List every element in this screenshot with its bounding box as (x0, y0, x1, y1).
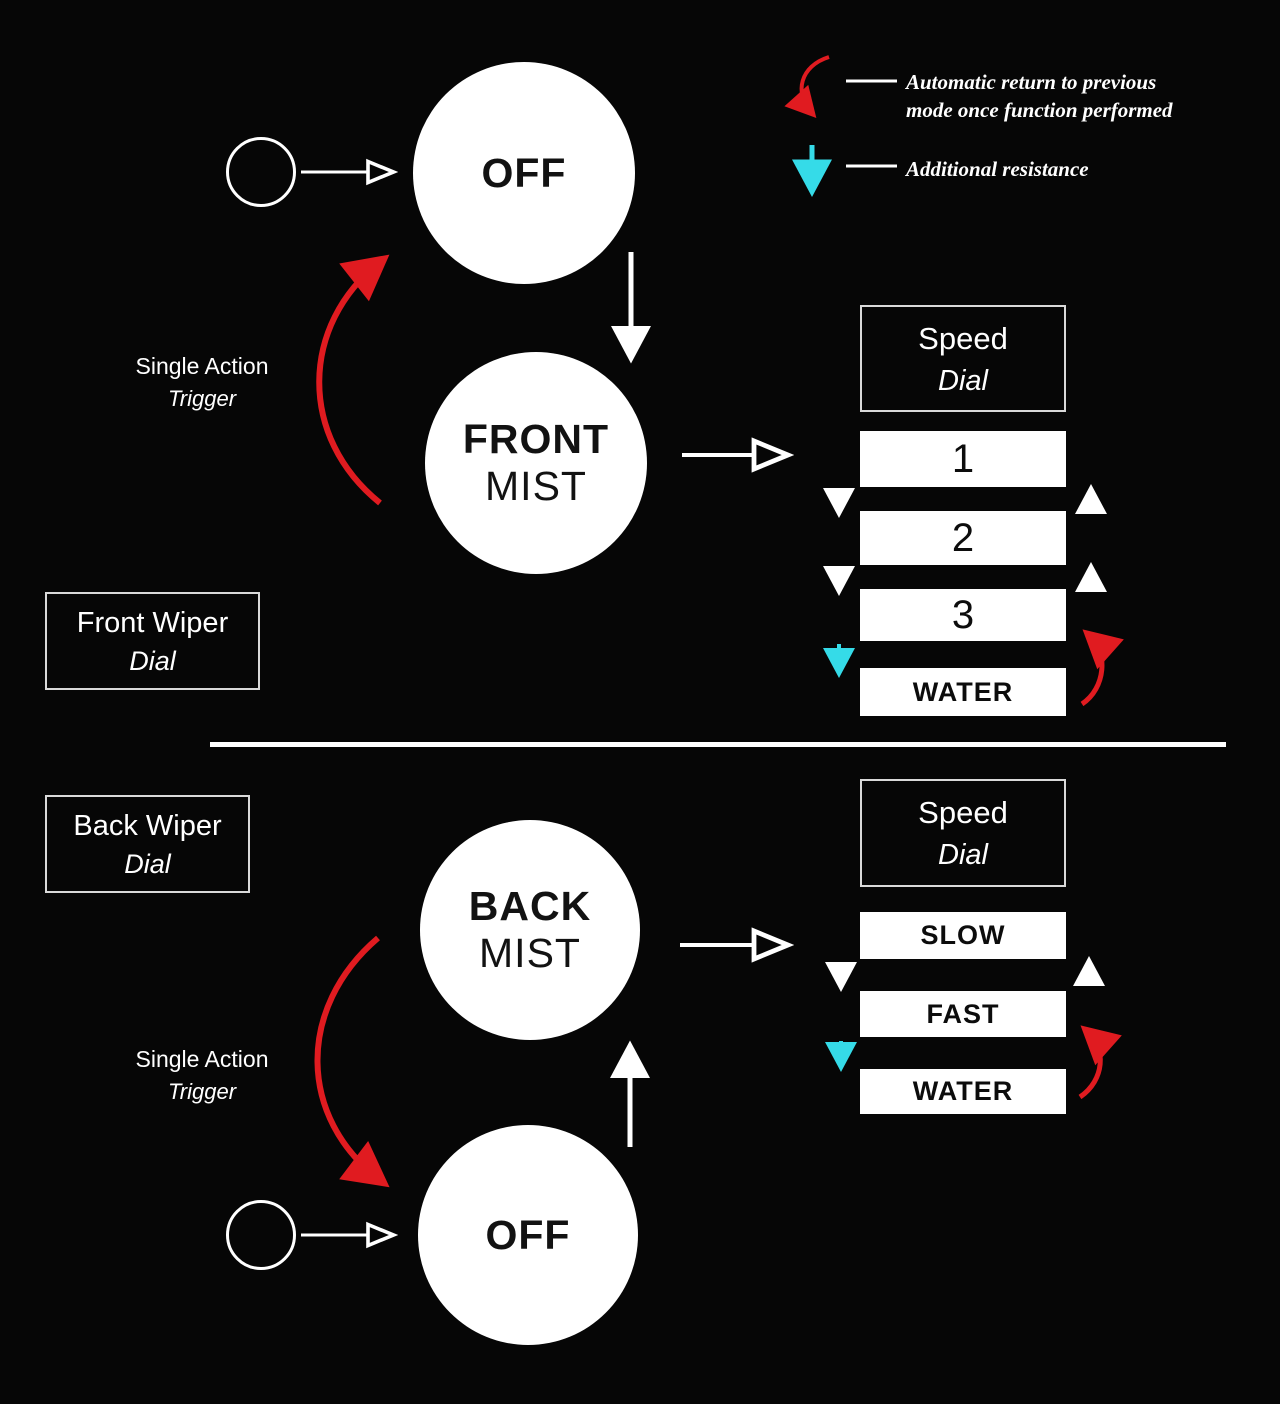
state-off-front: OFF (413, 62, 635, 284)
section-divider (210, 742, 1226, 747)
front-speed-water-label: WATER (912, 676, 1014, 707)
state-front-mist: FRONT MIST (425, 352, 647, 574)
single-action-label-back: Single Action Trigger (102, 1043, 302, 1108)
front-speed-box-2: 2 (860, 511, 1066, 565)
front-speed-3-label: 3 (951, 592, 975, 637)
front-speed-1-label: 1 (951, 436, 975, 481)
speed-dial-front-title: Speed (918, 320, 1008, 356)
speed-dial-front-subtitle: Dial (938, 364, 988, 397)
state-back-mist-line1: BACK (468, 883, 592, 929)
state-off-back: OFF (418, 1125, 638, 1345)
single-action-front-line2: Trigger (167, 386, 237, 411)
speed-dial-label-front: Speed Dial (860, 305, 1066, 412)
arrow-back-water-return-to-fast (1078, 1025, 1122, 1100)
legend-auto-return-arrow (784, 55, 830, 118)
front-speed-box-water: WATER (860, 668, 1066, 716)
back-speed-box-water: WATER (860, 1069, 1066, 1114)
state-front-mist-line1: FRONT (462, 416, 610, 462)
back-wiper-dial-subtitle: Dial (124, 849, 171, 879)
speed-dial-label-back: Speed Dial (860, 779, 1066, 887)
state-off-back-label: OFF (485, 1211, 571, 1258)
front-speed-box-1: 1 (860, 431, 1066, 487)
legend-auto-return-line1: Automatic return to previous (906, 70, 1157, 94)
front-wiper-dial-title: Front Wiper (76, 607, 229, 639)
back-wiper-dial-title: Back Wiper (73, 810, 222, 842)
initial-state-front (226, 137, 296, 207)
arrow-back-mist-return-to-off (314, 935, 390, 1188)
speed-dial-back-title: Speed (918, 795, 1008, 830)
legend-auto-return-line2: mode once function performed (906, 98, 1173, 122)
initial-state-back (226, 1200, 296, 1270)
single-action-back-line2: Trigger (167, 1079, 237, 1104)
front-wiper-dial-subtitle: Dial (129, 646, 176, 676)
front-speed-box-3: 3 (860, 589, 1066, 641)
state-front-mist-line2: MIST (485, 463, 587, 509)
front-wiper-dial-label: Front Wiper Dial (45, 592, 260, 690)
front-speed-2-label: 2 (951, 515, 975, 560)
back-wiper-dial-label: Back Wiper Dial (45, 795, 250, 893)
single-action-label-front: Single Action Trigger (102, 350, 302, 415)
arrow-front-water-return-to-3 (1080, 629, 1124, 707)
back-speed-box-fast: FAST (860, 991, 1066, 1037)
arrow-front-mist-return-to-off (316, 254, 390, 506)
legend-resistance-text: Additional resistance (906, 155, 1216, 183)
back-speed-water-label: WATER (912, 1076, 1014, 1106)
single-action-back-line1: Single Action (135, 1046, 269, 1072)
back-speed-box-slow: SLOW (860, 912, 1066, 959)
back-speed-slow-label: SLOW (920, 920, 1006, 950)
state-back-mist-line2: MIST (479, 930, 581, 976)
state-off-front-label: OFF (481, 149, 567, 196)
single-action-front-line1: Single Action (135, 353, 269, 379)
legend-resistance-label: Additional resistance (906, 157, 1089, 181)
speed-dial-back-subtitle: Dial (938, 839, 988, 871)
back-speed-fast-label: FAST (926, 998, 1000, 1029)
state-back-mist: BACK MIST (420, 820, 640, 1040)
legend-auto-return-text: Automatic return to previous mode once f… (906, 68, 1216, 124)
